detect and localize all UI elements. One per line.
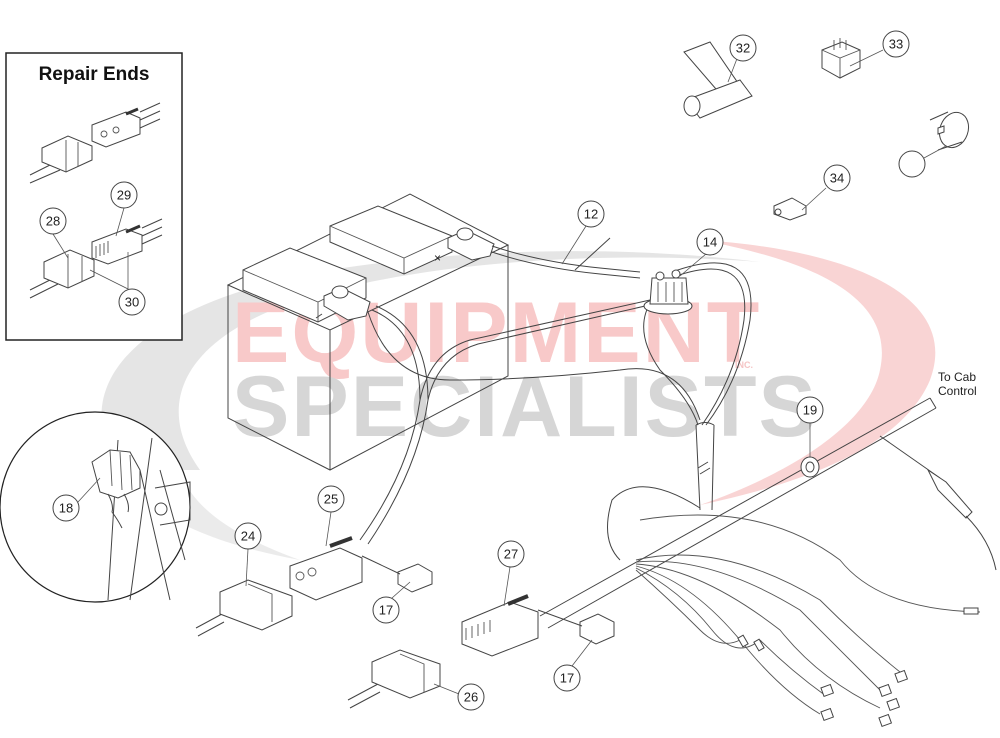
watermark-text-inc: INC.	[735, 360, 753, 370]
callout-circle-12	[577, 200, 605, 228]
positive-terminal-mark: ×	[434, 251, 441, 265]
callout-circle-24	[234, 522, 262, 550]
leader-27	[503, 566, 511, 607]
leader-25	[325, 511, 332, 547]
callout-circle-18	[52, 494, 80, 522]
relay-32	[821, 38, 861, 79]
cables	[359, 237, 752, 545]
callout-label-25: 25	[324, 492, 338, 507]
plug-housing-26	[347, 649, 441, 709]
leader-24	[245, 548, 249, 587]
callout-label-17b: 17	[560, 671, 574, 686]
flasher-34	[929, 111, 970, 151]
repair-ends-inset: Repair Ends 28	[5, 52, 183, 341]
callout-label-30: 30	[125, 295, 139, 310]
callout-label-33: 34	[830, 171, 844, 186]
callout-circle-14	[696, 228, 724, 256]
leader-32	[849, 49, 884, 67]
callout-label-29: 29	[117, 188, 131, 203]
leader-14	[679, 253, 707, 277]
wire-tap-31	[683, 41, 753, 119]
callout-circle-17a	[372, 596, 400, 624]
callout-label-24: 24	[241, 529, 255, 544]
leader-17b	[571, 639, 593, 667]
callout-label-32: 33	[889, 37, 903, 52]
callout-circle-26	[457, 683, 485, 711]
watermark-swoosh-gray	[101, 251, 761, 470]
callout-circle-31	[729, 34, 757, 62]
repair-connector-29	[91, 218, 163, 265]
leader-26	[433, 683, 460, 695]
watermark-logo: EQUIPMENT SPECIALISTS INC.	[101, 240, 936, 560]
callouts: 12 14 17 17 19 24 25 26 27 32 33 34	[234, 30, 947, 711]
callout-circle-19	[796, 396, 824, 424]
callout-label-27: 27	[504, 547, 518, 562]
callout-circle-33	[823, 164, 851, 192]
callout-circle-32	[882, 30, 910, 58]
repair-plug-28	[29, 249, 95, 299]
callout-label-31: 32	[736, 41, 750, 56]
to-cab-control-line1: To Cab	[938, 370, 976, 384]
callout-label-17a: 17	[379, 603, 393, 618]
watermark-swoosh-red	[700, 240, 936, 505]
plug-housing-24	[195, 579, 293, 637]
clamp-detail-inset: 18	[0, 411, 191, 603]
repair-socket-upper	[91, 102, 161, 148]
to-cab-control-note: To Cab Control	[938, 370, 977, 398]
repair-ends-title: Repair Ends	[39, 64, 150, 85]
leader-17a	[391, 581, 411, 599]
callout-label-12: 12	[584, 207, 598, 222]
leader-28	[52, 233, 69, 259]
leader-29	[115, 207, 125, 237]
repair-plug-upper	[29, 135, 93, 184]
diode-33	[773, 197, 807, 221]
callout-label-19: 19	[803, 403, 817, 418]
callout-circle-25	[317, 485, 345, 513]
callout-label-14: 14	[703, 235, 717, 250]
leader-18	[77, 477, 101, 503]
leader-33	[801, 187, 827, 211]
leader-31	[727, 55, 739, 83]
callout-circle-29	[110, 181, 138, 209]
callout-circle-34	[898, 150, 926, 178]
callout-label-28: 28	[46, 214, 60, 229]
leader-34	[923, 145, 947, 159]
leader-12	[561, 225, 587, 265]
connector-27	[461, 594, 615, 657]
battery: ×	[226, 193, 510, 471]
leader-30a	[89, 269, 129, 290]
callout-circle-28	[39, 207, 67, 235]
callout-label-26: 26	[464, 690, 478, 705]
to-cab-control-line2: Control	[938, 384, 977, 398]
connector-25	[289, 536, 433, 601]
callout-circle-17b	[553, 664, 581, 692]
callout-circle-27	[497, 540, 525, 568]
main-harness	[539, 397, 997, 728]
callout-label-18: 18	[59, 501, 73, 516]
solenoid	[643, 269, 693, 315]
callout-circle-30	[118, 288, 146, 316]
